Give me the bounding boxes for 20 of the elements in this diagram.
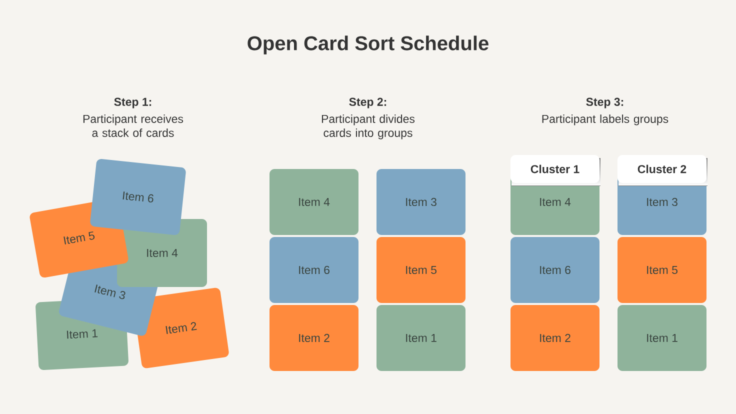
card: Item 2 <box>510 305 600 371</box>
step-description: Participant receives a stack of cards <box>83 114 184 137</box>
step-heading: Step 1: <box>114 98 152 108</box>
card: Item 2 <box>270 305 358 371</box>
step-heading: Step 3: <box>586 98 624 108</box>
card: Item 1 <box>376 305 466 371</box>
card: Item 6 <box>510 237 600 303</box>
cluster-label: Cluster 1 <box>510 155 600 186</box>
step-description: Participant divides cards into groups <box>322 114 415 140</box>
card: Item 5 <box>618 237 706 303</box>
cluster-label: Cluster 2 <box>618 155 708 186</box>
card: Item 2 <box>133 288 229 368</box>
title: Open Card Sort Schedule <box>248 36 488 54</box>
card: Item 4 <box>270 169 358 235</box>
step-heading: Step 2: <box>349 98 386 108</box>
card: Item 6 <box>270 237 358 303</box>
step-description: Participant labels groups <box>542 114 668 126</box>
card: Item 3 <box>376 169 466 235</box>
card: Item 1 <box>618 305 706 371</box>
card: Item 5 <box>376 237 466 303</box>
